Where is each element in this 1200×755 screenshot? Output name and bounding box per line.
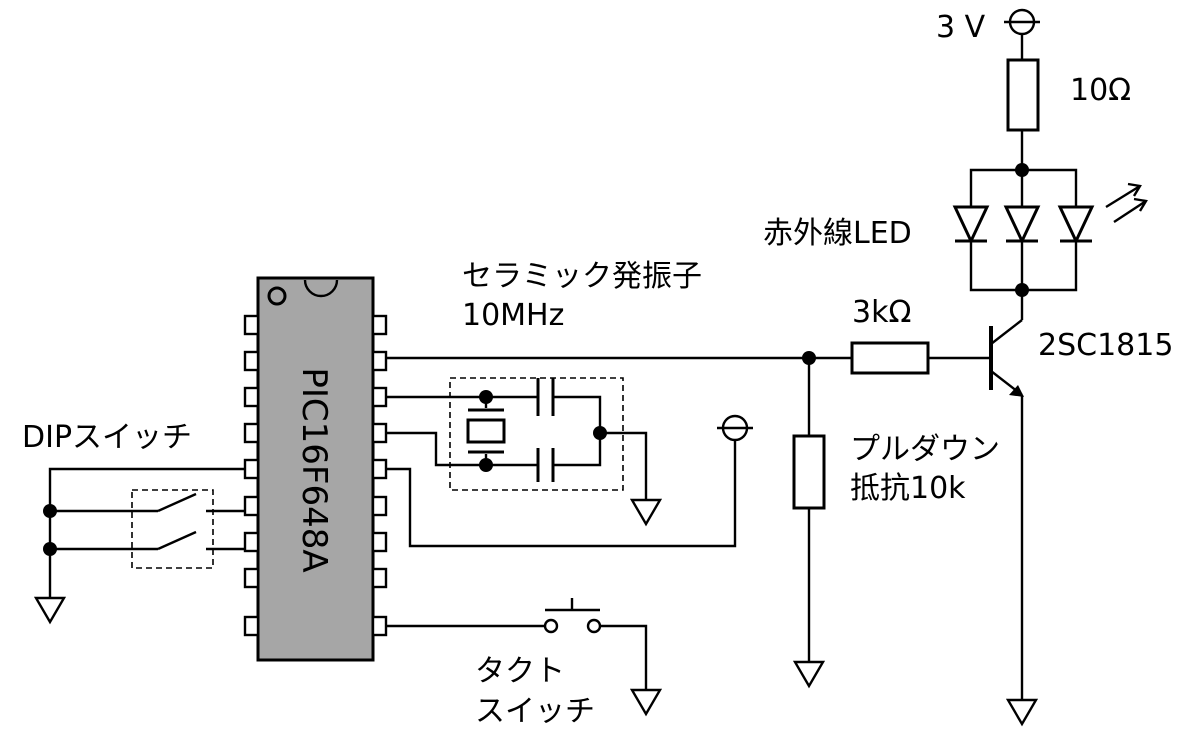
led-resistor [1006,58,1040,132]
ground-symbol [629,498,663,527]
ground-symbol [629,688,663,717]
supply-label: 3 V [936,10,986,45]
pulldown-value-label: 抵抗10k [850,471,966,506]
ceramic-resonator-section: セラミック発振子 10MHz [386,259,702,527]
transistor-label: 2SC1815 [1038,328,1173,363]
base-resistor [850,341,930,375]
base-resistor-label: 3kΩ [852,295,911,330]
dip-switch-package [131,489,214,569]
resonator-label: セラミック発振子 [462,259,702,294]
tact-switch-label: タクト [475,654,565,689]
ir-led-label: 赤外線LED [763,216,912,251]
dip-switch-section: DIPスイッチ [22,420,245,625]
pulldown-resistor [792,434,826,510]
light-emission-arrows [1105,182,1148,224]
ground-symbol [1005,698,1039,727]
ground-symbol [792,660,826,689]
resonator-freq-label: 10MHz [462,298,564,333]
pulldown-label: プルダウン [850,432,1000,467]
resonator-package [449,377,624,491]
ir-led-2 [1003,205,1041,245]
ground-symbol [33,596,67,625]
led-supply-section: 3 V 10Ω [763,8,1148,297]
left-pins [243,314,260,637]
dip-switch-label: DIPスイッチ [22,420,192,455]
ir-led-3 [1057,205,1095,245]
mcu-label: PIC16F648A [294,367,334,572]
ir-led-1 [952,205,990,245]
npn-transistor: 2SC1815 [989,290,1173,727]
tact-switch-label-2: スイッチ [475,694,595,729]
output-drive-section: プルダウン 抵抗10k 3kΩ [386,295,1000,689]
pic-microcontroller: PIC16F648A [243,276,388,662]
vdd-connection [386,414,753,548]
led-resistor-label: 10Ω [1070,73,1131,108]
tact-switch-section: タクト スイッチ [386,598,663,729]
right-pins [371,314,388,637]
